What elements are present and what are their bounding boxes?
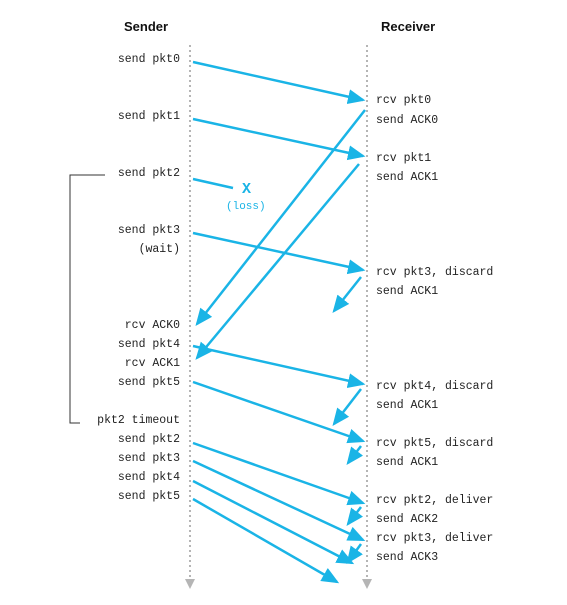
sender-label-send-pkt5: send pkt5 xyxy=(117,376,180,389)
loss-note: (loss) xyxy=(226,201,266,213)
sender-label-resend-pkt4: send pkt4 xyxy=(117,471,180,484)
sender-label-send-pkt4: send pkt4 xyxy=(117,338,180,351)
arrow-pkt5 xyxy=(192,380,366,444)
arrow-pkt0 xyxy=(192,60,366,105)
arrow-pkt4 xyxy=(192,344,366,389)
receiver-label-rcv-pkt1: rcv pkt1 xyxy=(376,152,432,165)
sender-label-wait: (wait) xyxy=(138,243,180,256)
sender-label-pkt2-timeout: pkt2 timeout xyxy=(97,414,180,427)
receiver-label-rcv-pkt3-discard: rcv pkt3, discard xyxy=(376,266,494,279)
arrow-ack1-stub-3 xyxy=(346,445,364,465)
timeout-bracket xyxy=(69,174,105,424)
loss-mark: X xyxy=(242,181,252,198)
sender-label-rcv-ack0: rcv ACK0 xyxy=(124,319,180,332)
sender-label-resend-pkt5: send pkt5 xyxy=(117,490,180,503)
arrow-pkt3 xyxy=(192,231,366,275)
receiver-label-send-ack1-d: send ACK1 xyxy=(376,456,439,469)
sender-label-resend-pkt3: send pkt3 xyxy=(117,452,180,465)
arrow-ack3-stub xyxy=(346,543,363,565)
arrow-resend-pkt4 xyxy=(192,479,355,565)
receiver-label-rcv-pkt4-discard: rcv pkt4, discard xyxy=(376,380,494,393)
receiver-label-send-ack1-a: send ACK1 xyxy=(376,171,439,184)
arrow-ack1 xyxy=(195,163,360,360)
receiver-label-rcv-pkt3-deliver: rcv pkt3, deliver xyxy=(376,532,494,545)
sender-label-resend-pkt2: send pkt2 xyxy=(117,433,180,446)
receiver-label-send-ack2: send ACK2 xyxy=(376,513,439,526)
arrow-resend-pkt2 xyxy=(192,441,366,506)
arrow-ack2-stub xyxy=(346,506,364,526)
receiver-label-send-ack1-b: send ACK1 xyxy=(376,285,439,298)
sender-header: Sender xyxy=(124,19,169,34)
sender-label-send-pkt3: send pkt3 xyxy=(117,224,180,237)
arrow-resend-pkt5 xyxy=(192,497,340,584)
arrow-pkt1 xyxy=(192,117,366,161)
receiver-label-rcv-pkt2-deliver: rcv pkt2, deliver xyxy=(376,494,494,507)
sender-label-send-pkt1: send pkt1 xyxy=(117,110,180,123)
arrow-resend-pkt3 xyxy=(192,459,366,542)
sender-label-send-pkt2: send pkt2 xyxy=(117,167,180,180)
receiver-label-send-ack0: send ACK0 xyxy=(376,114,439,127)
arrow-ack0 xyxy=(195,109,366,326)
receiver-label-rcv-pkt5-discard: rcv pkt5, discard xyxy=(376,437,494,450)
receiver-header: Receiver xyxy=(381,19,436,34)
sender-label-send-pkt0: send pkt0 xyxy=(117,53,180,66)
arrow-pkt2-lost xyxy=(192,177,234,190)
arrow-ack1-stub-2 xyxy=(332,388,362,426)
arrow-ack1-stub-1 xyxy=(332,276,362,313)
receiver-label-send-ack3: send ACK3 xyxy=(376,551,439,564)
sender-label-rcv-ack1: rcv ACK1 xyxy=(124,357,180,370)
receiver-label-rcv-pkt0: rcv pkt0 xyxy=(376,94,432,107)
receiver-label-send-ack1-c: send ACK1 xyxy=(376,399,439,412)
